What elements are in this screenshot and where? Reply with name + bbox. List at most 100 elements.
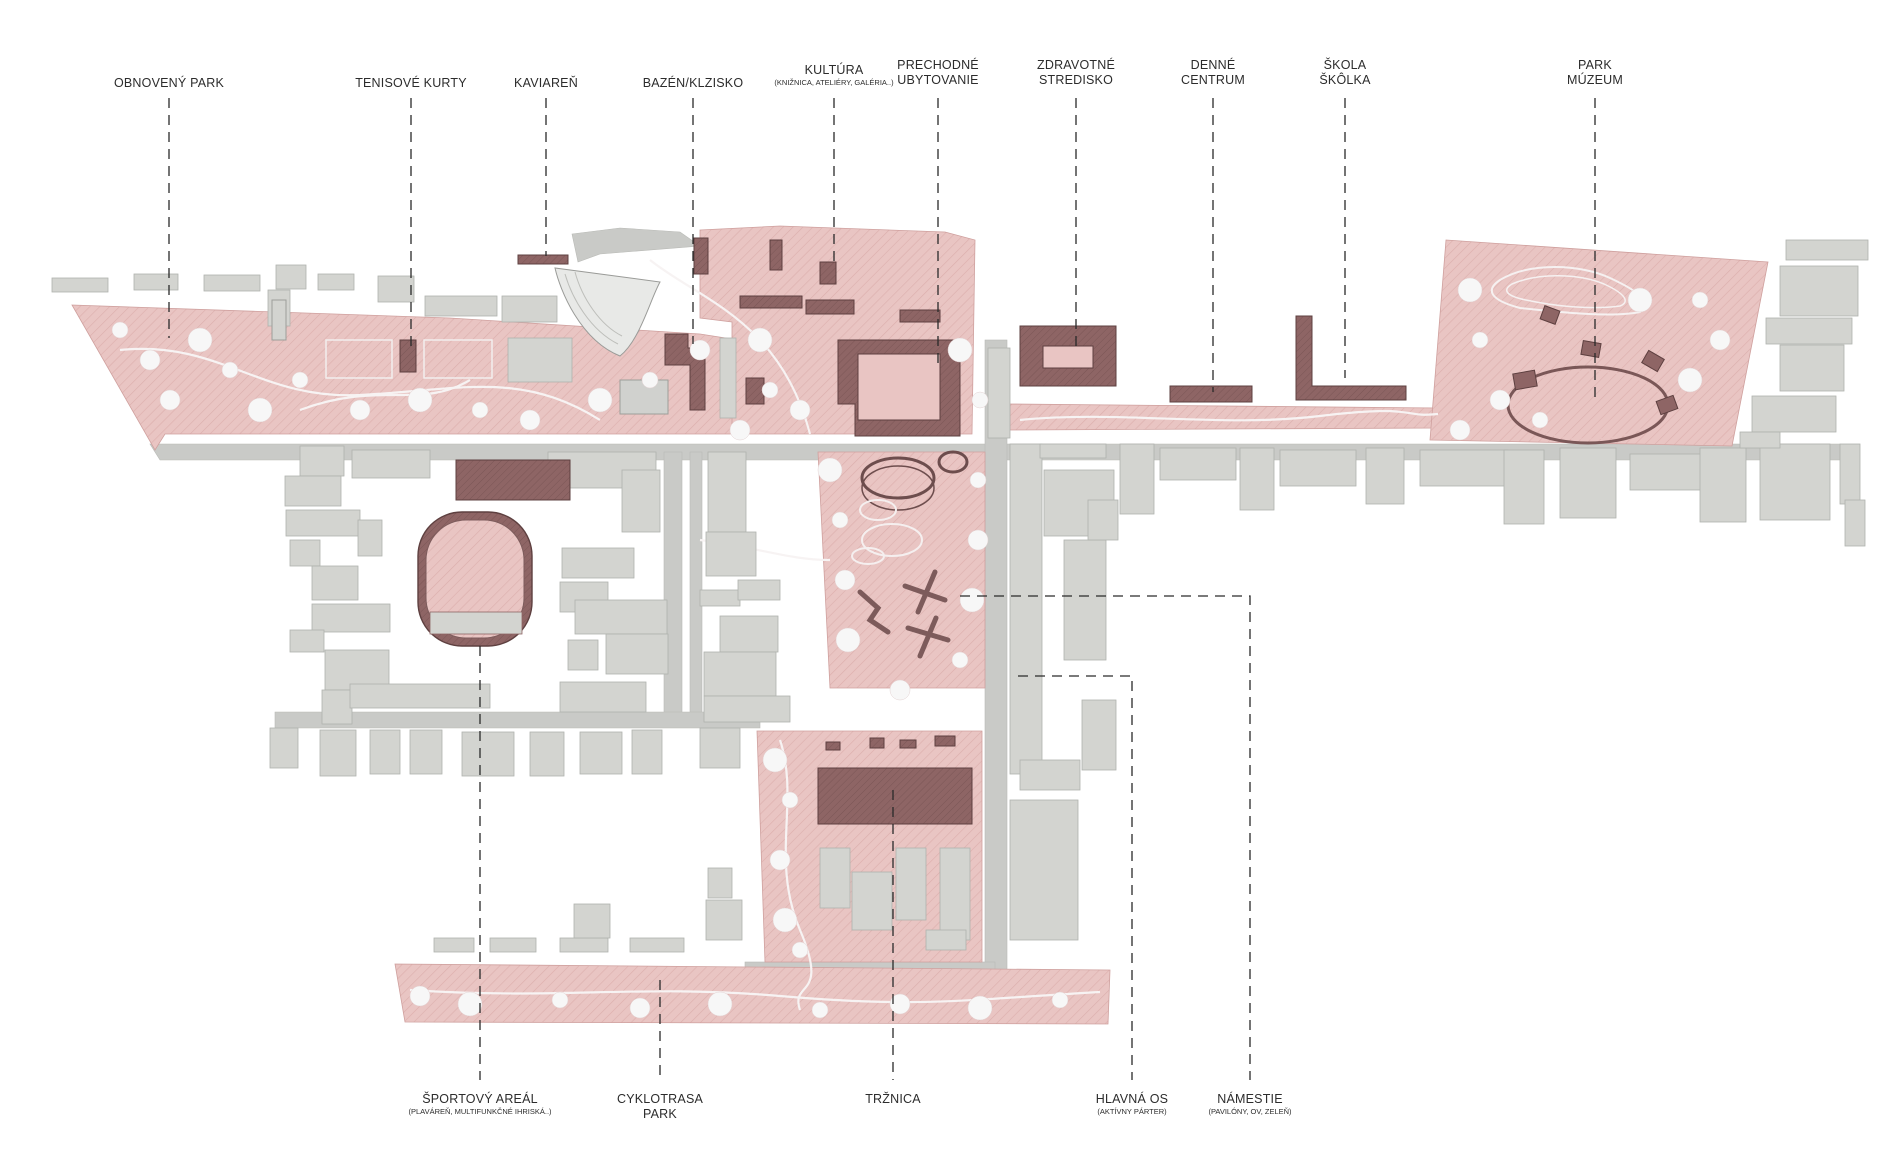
- tree: [629, 997, 651, 1019]
- sport-hall: [455, 459, 571, 501]
- culture-path: [649, 259, 812, 435]
- culture-small: [745, 377, 765, 405]
- tree: [967, 995, 993, 1021]
- tree: [111, 321, 129, 339]
- tree: [519, 409, 541, 431]
- tree: [831, 511, 849, 529]
- tree: [1709, 329, 1731, 351]
- tree: [781, 791, 799, 809]
- pavilion-ring-small: [937, 450, 969, 474]
- west-cross-road-1: [663, 451, 683, 723]
- new-buildings: [399, 237, 1407, 825]
- green-zones: [71, 225, 1769, 1025]
- tree: [1677, 367, 1703, 393]
- amphitheatre: [554, 267, 661, 357]
- tree: [762, 747, 788, 773]
- tree: [969, 471, 987, 489]
- tree: [187, 327, 213, 353]
- label-pool-rink: BAZÉN/KLZISKO: [642, 76, 744, 90]
- market-hall: [817, 767, 973, 825]
- tree: [1449, 419, 1471, 441]
- label-cafe: KAVIAREŇ: [514, 76, 578, 90]
- tree: [889, 679, 911, 701]
- tree: [707, 991, 733, 1017]
- tree: [1051, 991, 1069, 1009]
- tree: [159, 389, 181, 411]
- tree: [1457, 277, 1483, 303]
- tree: [811, 1001, 829, 1019]
- tree: [889, 993, 911, 1015]
- label-main-axis: HLAVNÁ OS(AKTÍVNY PÁRTER): [1095, 1092, 1169, 1116]
- tree: [471, 401, 489, 419]
- leader-lines: [168, 98, 1596, 1080]
- tennis-courts: [325, 339, 493, 379]
- tree: [349, 399, 371, 421]
- tree: [291, 371, 309, 389]
- tree: [729, 419, 751, 441]
- tree: [247, 397, 273, 423]
- school-building: [1295, 315, 1407, 401]
- tree: [689, 339, 711, 361]
- label-market: TRŽNICA: [865, 1092, 921, 1106]
- tree: [947, 337, 973, 363]
- tree: [817, 457, 843, 483]
- tree: [971, 391, 989, 409]
- tree: [457, 991, 483, 1017]
- market-kiosk-1: [825, 741, 841, 751]
- tennis-pavilion: [399, 339, 417, 373]
- tree: [967, 529, 989, 551]
- tree: [761, 381, 779, 399]
- culture-courtyard: [857, 353, 941, 421]
- culture-building-4: [739, 295, 803, 309]
- park-path-2: [299, 379, 471, 412]
- cafe-building: [517, 254, 569, 265]
- tree: [1691, 291, 1709, 309]
- culture-building-3: [819, 261, 837, 285]
- tree: [1471, 331, 1489, 349]
- tree: [959, 587, 985, 613]
- tree: [1627, 287, 1653, 313]
- tree: [139, 349, 161, 371]
- culture-building-1: [693, 237, 709, 275]
- tree: [791, 941, 809, 959]
- culture-building-6: [899, 309, 941, 323]
- tree: [747, 327, 773, 353]
- water-tower: [271, 299, 287, 341]
- culture-building-2: [769, 239, 783, 271]
- tree: [409, 985, 431, 1007]
- tree: [789, 399, 811, 421]
- market-kiosk-2: [869, 737, 885, 749]
- west-cross-road-2: [689, 451, 703, 723]
- tree: [834, 569, 856, 591]
- tree: [1489, 389, 1511, 411]
- pavilion-crosses: [857, 569, 951, 659]
- tree: [1531, 411, 1549, 429]
- label-renewed-park: OBNOVENÝ PARK: [113, 76, 225, 90]
- tree: [951, 651, 969, 669]
- tree: [835, 627, 861, 653]
- pavilion-ring-large: [860, 456, 936, 500]
- park-path-1: [119, 347, 601, 421]
- label-tennis-courts: TENISOVÉ KURTY: [355, 76, 467, 90]
- tree: [769, 849, 791, 871]
- tree: [587, 387, 613, 413]
- tree: [641, 371, 659, 389]
- label-sport-area: ŠPORTOVÝ AREÁL(PLAVÁREŇ, MULTIFUNKČNÉ IH…: [408, 1092, 552, 1116]
- culture-building-5: [805, 299, 855, 315]
- footpaths: [119, 259, 1439, 1011]
- tree: [551, 991, 569, 1009]
- health-center-courtyard: [1042, 345, 1094, 369]
- promenade-path: [1019, 409, 1439, 422]
- tree: [407, 387, 433, 413]
- market-kiosk-4: [934, 735, 956, 747]
- label-culture: KULTÚRA(KNIŽNICA, ATELIÉRY, GALÉRIA..): [774, 63, 894, 87]
- market-kiosk-3: [899, 739, 917, 749]
- trees: [111, 277, 1731, 1021]
